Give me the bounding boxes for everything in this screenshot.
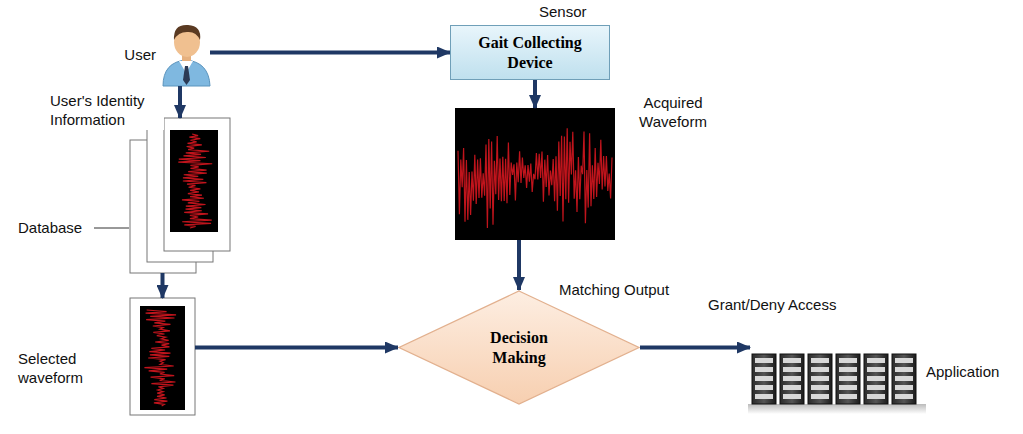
node-label: User xyxy=(118,46,156,65)
server-unit xyxy=(892,354,916,404)
application-node: Application xyxy=(750,320,960,415)
server-unit xyxy=(808,354,832,404)
box-text: Gait Collecting Device xyxy=(465,33,595,73)
selected-waveform-frame xyxy=(130,298,195,415)
acquired-waveform-node: Acquired Waveform xyxy=(455,108,615,240)
flow-arrow xyxy=(178,86,182,118)
flow-arrow xyxy=(195,346,398,350)
database-waveform-trace xyxy=(178,134,212,228)
flow-arrow xyxy=(161,273,165,298)
acquired-waveform-screen xyxy=(455,108,615,240)
leader-line xyxy=(94,228,129,229)
server-unit xyxy=(864,354,888,404)
database-node: Database xyxy=(130,118,230,273)
annotation-label: Matching Output xyxy=(557,281,711,300)
server-unit xyxy=(836,354,860,404)
node-label: Acquired Waveform xyxy=(627,94,719,132)
server-rack xyxy=(748,354,926,414)
node-label: Application xyxy=(926,363,1016,382)
edge-label: User's Identity Information xyxy=(48,92,164,130)
node-label: Database xyxy=(18,219,90,238)
server-unit xyxy=(752,354,776,404)
node-label: Selected waveform xyxy=(18,350,98,388)
edge-label: Grant/Deny Access xyxy=(706,296,880,315)
user-node: User xyxy=(160,24,210,86)
flow-arrow xyxy=(533,80,537,108)
database-pages xyxy=(130,118,230,273)
box-text: Decision Making xyxy=(474,328,564,368)
user-icon xyxy=(163,25,210,86)
selected-waveform-trace xyxy=(144,310,176,406)
decision-diamond: Decision Making xyxy=(398,290,640,405)
acquired-waveform-trace xyxy=(458,128,612,228)
selected-waveform-node: Selected waveform xyxy=(130,298,195,415)
flow-arrow xyxy=(210,51,450,55)
server-unit xyxy=(780,354,804,404)
diamond-outline xyxy=(398,290,640,405)
sensor-process-box: SensorGait Collecting Device xyxy=(450,25,610,80)
server-reflection xyxy=(748,404,926,414)
flow-arrow xyxy=(640,346,750,350)
flow-arrow xyxy=(517,240,521,290)
node-label: Sensor xyxy=(539,3,609,22)
